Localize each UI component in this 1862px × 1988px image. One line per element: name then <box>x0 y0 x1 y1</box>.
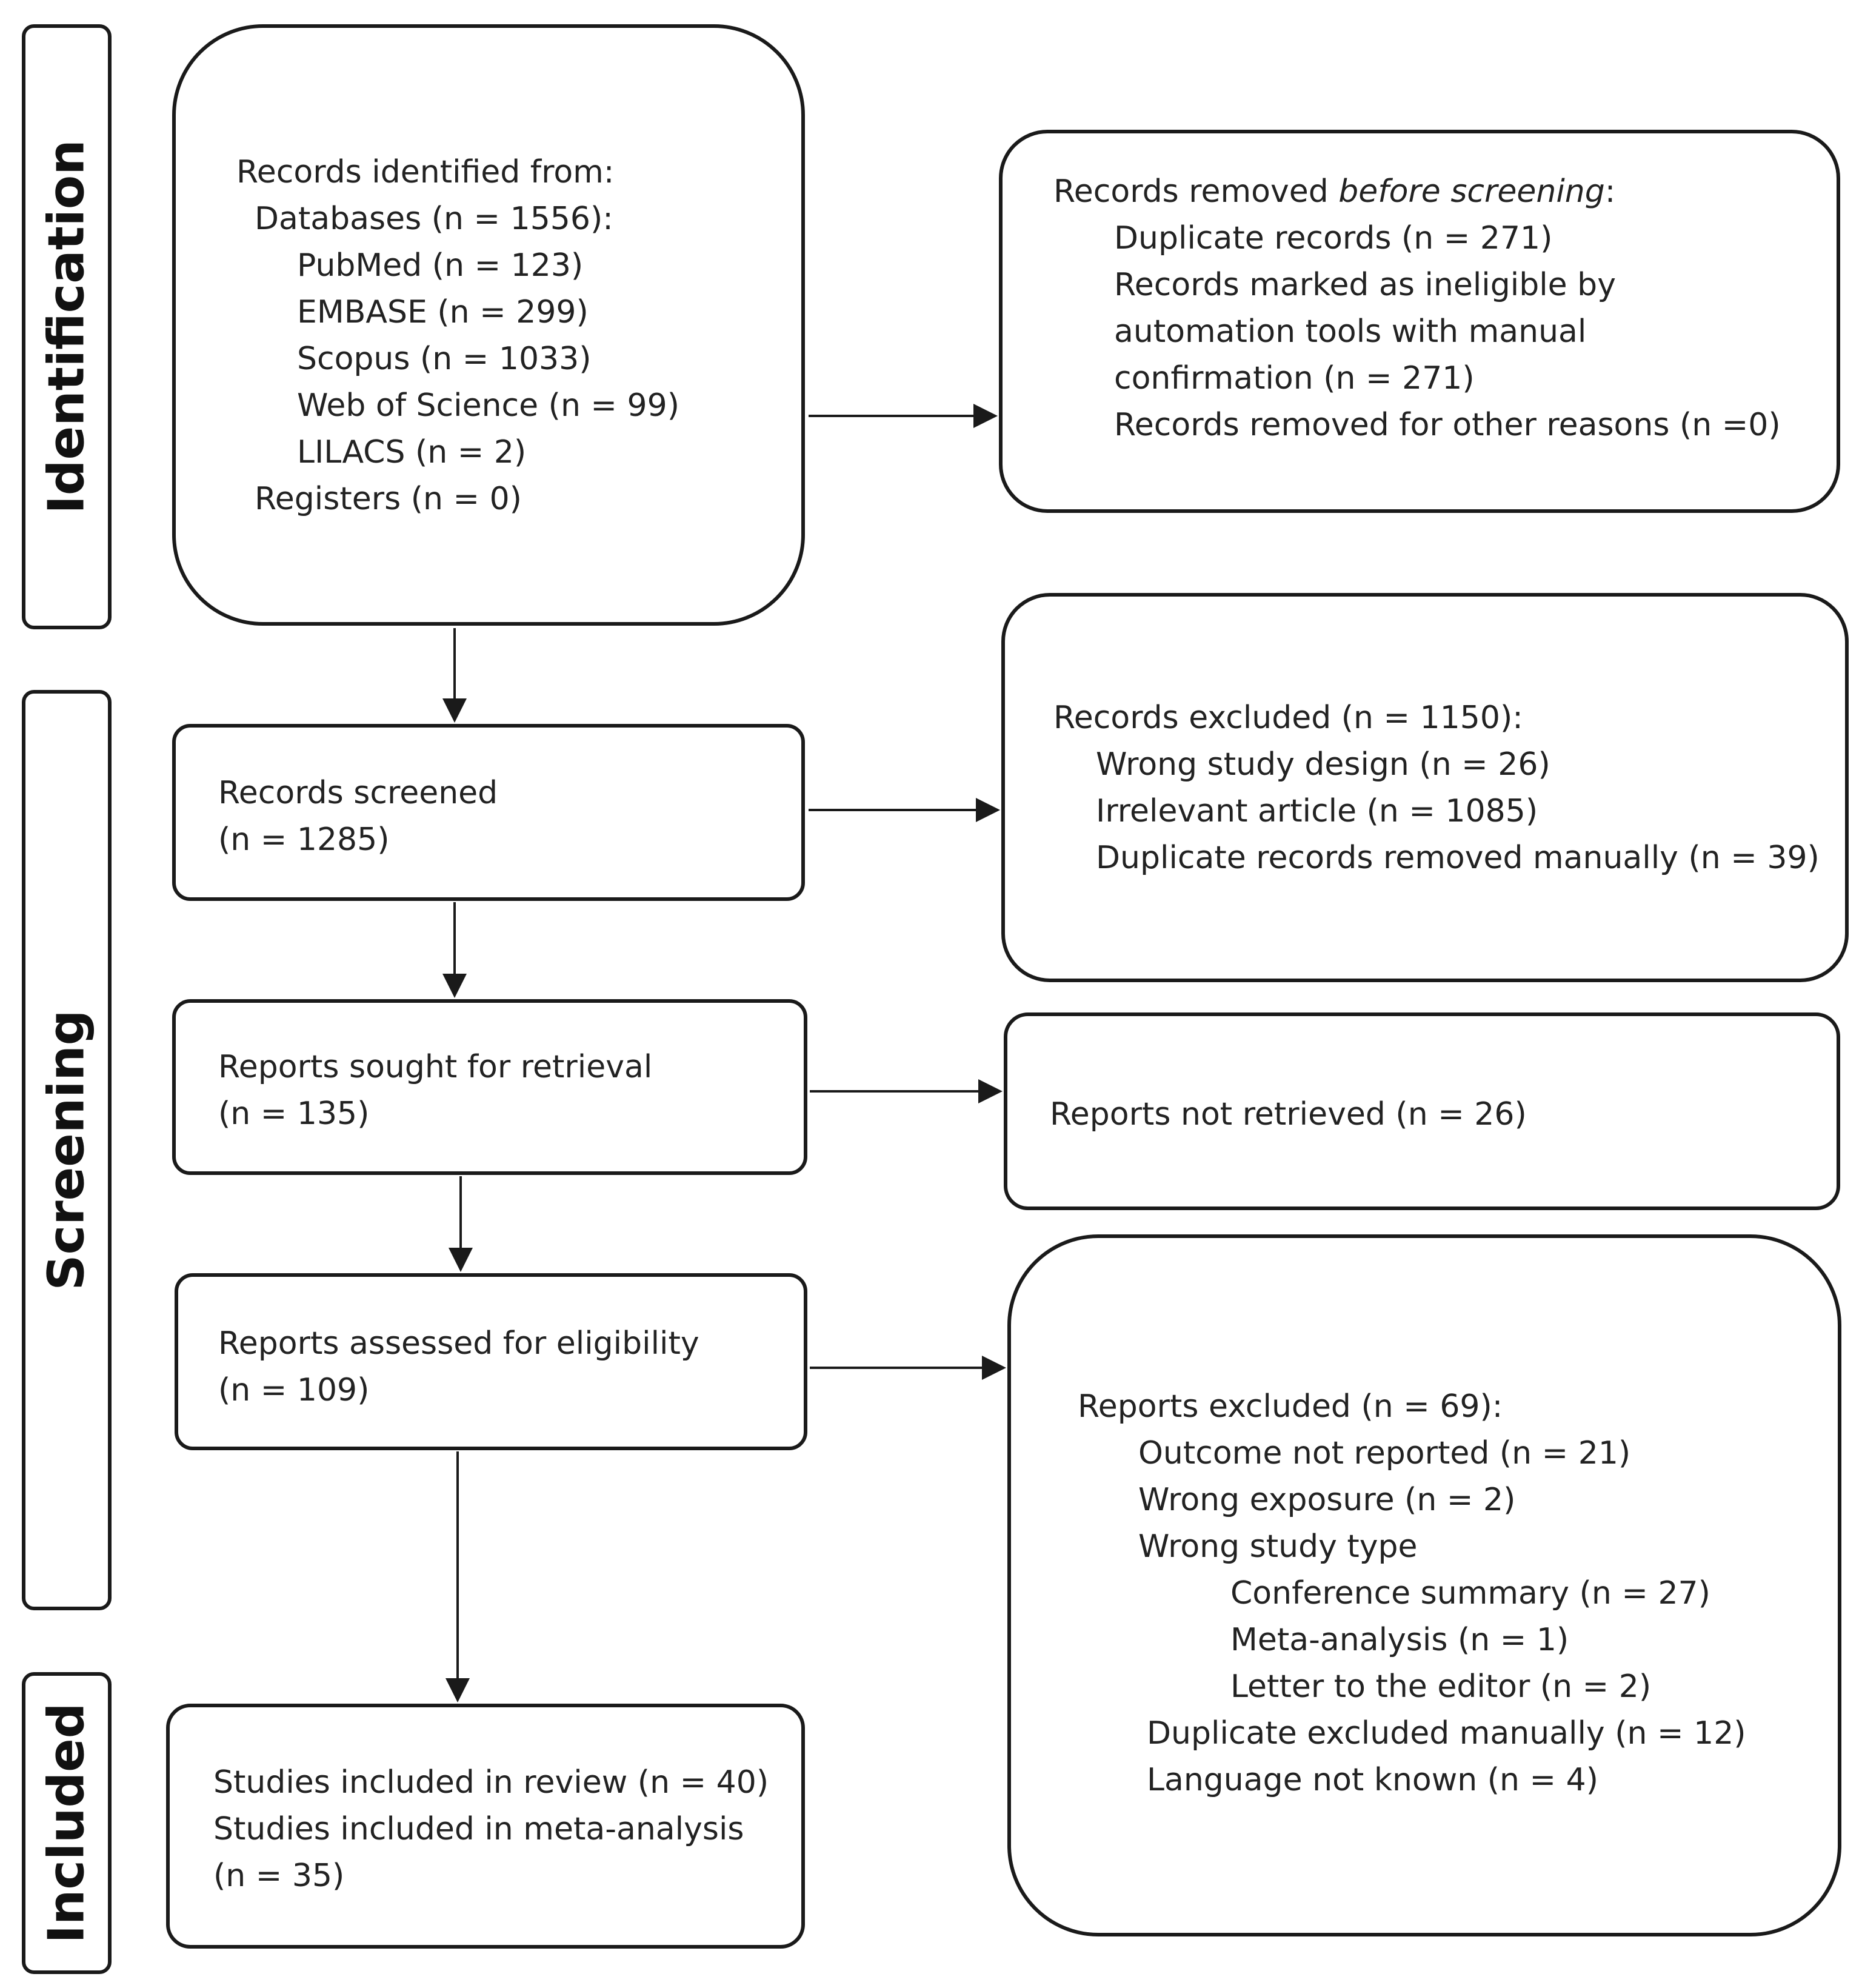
reports-sought-label: Reports sought for retrieval <box>218 1049 653 1085</box>
removed-other: Records removed for other reasons (n =0) <box>1114 407 1781 443</box>
stage-screening: Screening <box>22 690 112 1610</box>
removed-ineligible-3: confirmation (n = 271) <box>1114 360 1475 397</box>
reports-assessed-label: Reports assessed for eligibility <box>218 1325 699 1362</box>
stage-identification: Identification <box>22 24 112 629</box>
reports-sought-count: (n = 135) <box>218 1096 370 1132</box>
records-excluded-title: Records excluded (n = 1150): <box>1053 700 1523 736</box>
excluded-study-type: Wrong study type <box>1138 1528 1418 1565</box>
source-scopus: Scopus (n = 1033) <box>297 341 592 377</box>
records-identified-box: Records identified from: Databases (n = … <box>172 24 805 626</box>
removed-ineligible-2: automation tools with manual <box>1114 313 1587 350</box>
source-pubmed: PubMed (n = 123) <box>297 247 584 284</box>
stage-included: Included <box>22 1672 112 1974</box>
databases-label: Databases (n = 1556): <box>255 201 613 237</box>
registers-label: Registers (n = 0) <box>255 481 522 517</box>
excluded-outcome: Outcome not reported (n = 21) <box>1138 1435 1631 1471</box>
records-removed-box: Records removed before screening: Duplic… <box>999 130 1840 513</box>
records-screened-count: (n = 1285) <box>218 822 390 858</box>
studies-included-review: Studies included in review (n = 40) <box>213 1764 769 1801</box>
source-embase: EMBASE (n = 299) <box>297 294 589 330</box>
excluded-duplicates: Duplicate records removed manually (n = … <box>1096 840 1820 876</box>
records-screened-label: Records screened <box>218 775 498 811</box>
source-lilacs: LILACS (n = 2) <box>297 434 527 470</box>
source-web-of-science: Web of Science (n = 99) <box>297 387 679 424</box>
reports-excluded-box: Reports excluded (n = 69): Outcome not r… <box>1007 1234 1841 1936</box>
removed-duplicates: Duplicate records (n = 271) <box>1114 220 1553 256</box>
excluded-duplicate-manual: Duplicate excluded manually (n = 12) <box>1147 1715 1746 1752</box>
reports-assessed-box: Reports assessed for eligibility (n = 10… <box>175 1273 807 1450</box>
reports-sought-box: Reports sought for retrieval (n = 135) <box>172 999 807 1175</box>
removed-ineligible-1: Records marked as ineligible by <box>1114 267 1616 303</box>
studies-included-box: Studies included in review (n = 40) Stud… <box>166 1704 805 1949</box>
reports-not-retrieved-box: Reports not retrieved (n = 26) <box>1004 1012 1840 1210</box>
records-screened-box: Records screened (n = 1285) <box>172 724 805 901</box>
reports-not-retrieved-label: Reports not retrieved (n = 26) <box>1050 1096 1527 1133</box>
records-removed-title: Records removed before screening: <box>1053 173 1616 210</box>
excluded-language: Language not known (n = 4) <box>1147 1762 1598 1798</box>
excluded-exposure: Wrong exposure (n = 2) <box>1138 1482 1516 1518</box>
excluded-meta-analysis: Meta-analysis (n = 1) <box>1230 1622 1569 1658</box>
studies-included-meta: Studies included in meta-analysis <box>213 1811 744 1847</box>
studies-included-meta-count: (n = 35) <box>213 1858 345 1894</box>
reports-excluded-title: Reports excluded (n = 69): <box>1078 1388 1503 1425</box>
excluded-conference: Conference summary (n = 27) <box>1230 1575 1710 1611</box>
excluded-letter: Letter to the editor (n = 2) <box>1230 1668 1652 1705</box>
records-excluded-box: Records excluded (n = 1150): Wrong study… <box>1001 593 1849 982</box>
excluded-wrong-design: Wrong study design (n = 26) <box>1096 746 1550 783</box>
excluded-irrelevant: Irrelevant article (n = 1085) <box>1096 793 1538 829</box>
reports-assessed-count: (n = 109) <box>218 1372 370 1408</box>
records-identified-title: Records identified from: <box>236 154 615 190</box>
